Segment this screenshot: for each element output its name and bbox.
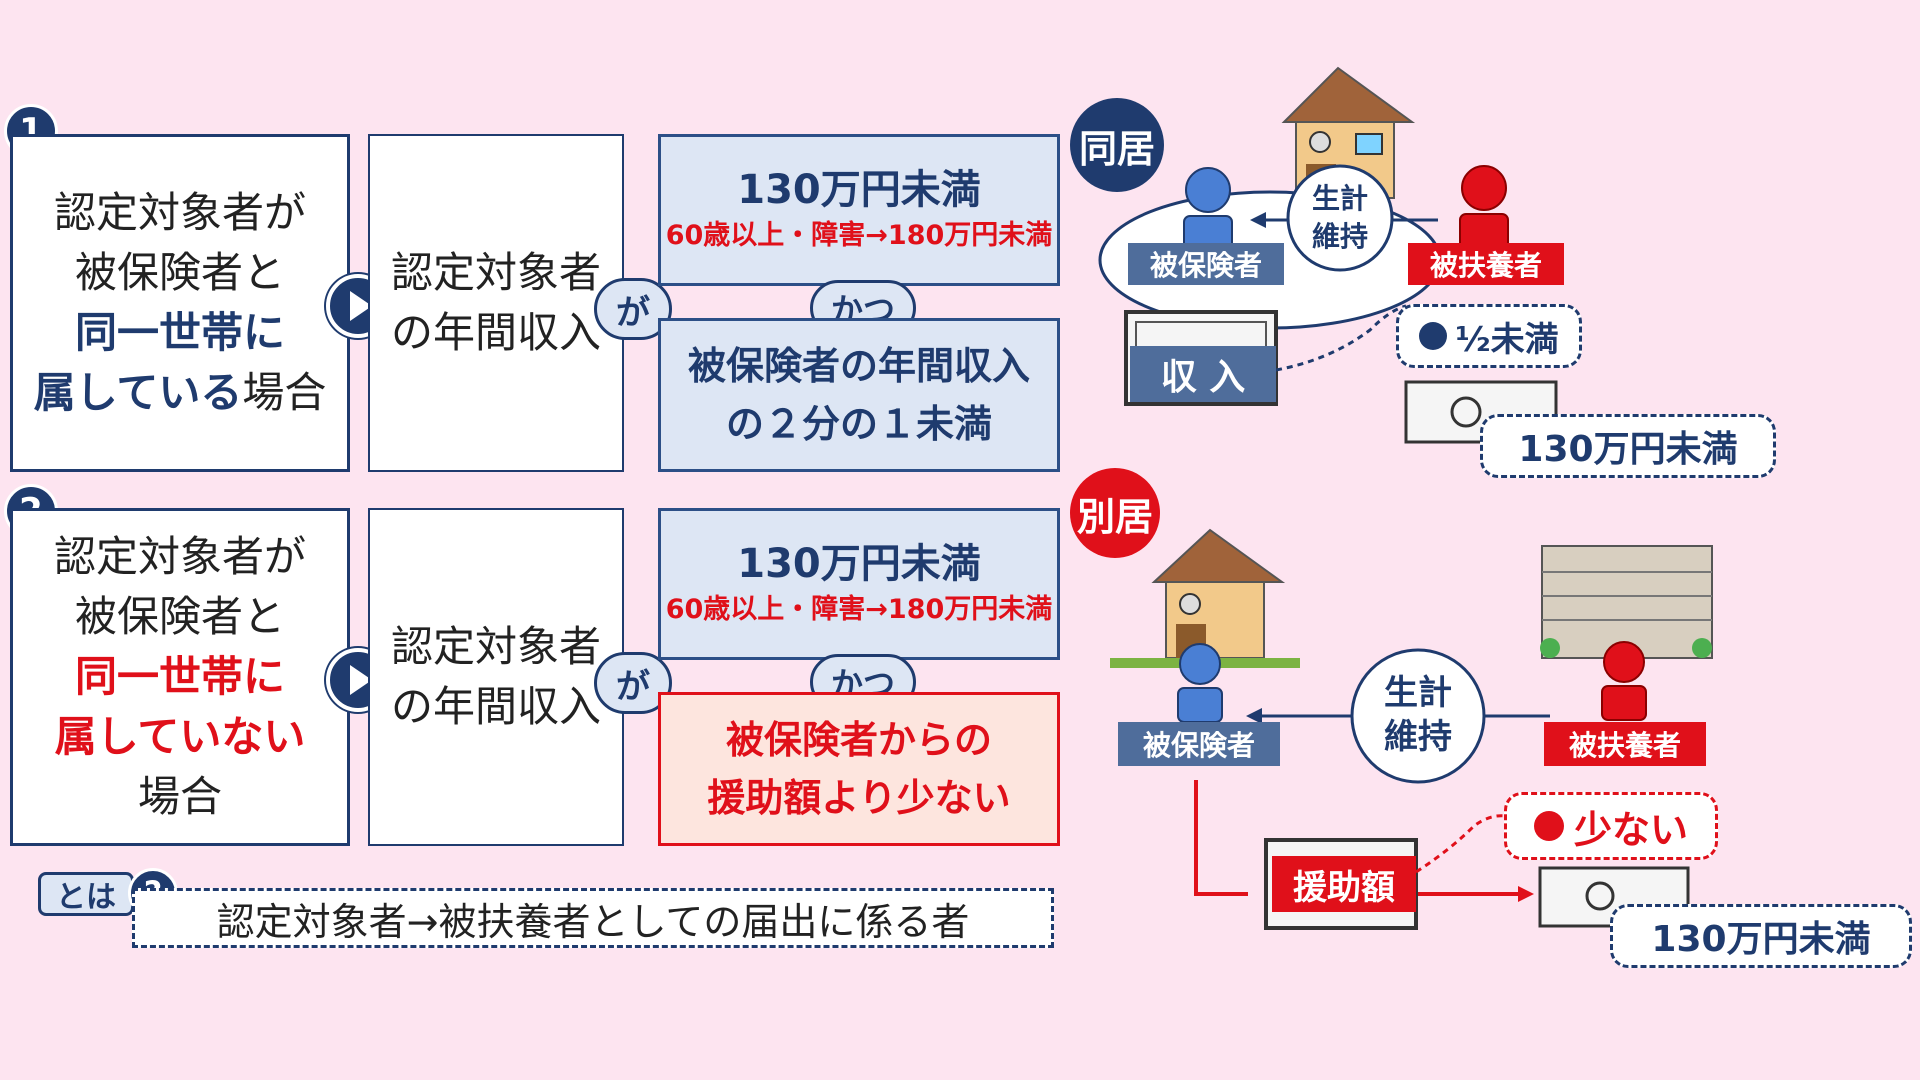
case2-limit-main: 130万円未満	[737, 541, 981, 587]
bekkyo-dependent-person-icon	[1601, 641, 1647, 721]
case1-half-line1: 被保険者の年間収入	[687, 344, 1030, 388]
case1-limit-sub: 60歳以上・障害→180万円未満	[665, 220, 1053, 251]
case2-line2: 被保険者と	[74, 592, 285, 641]
douky-limit-label: 130万円未満	[1480, 414, 1776, 478]
bekkyo-house-icon	[1110, 528, 1300, 668]
note-toha-tag: とは	[38, 872, 134, 916]
bekkyo-insured-person-icon	[1177, 643, 1223, 723]
case1-line3: 同一世帯に	[74, 308, 285, 357]
case1-limit-main: 130万円未満	[737, 167, 981, 213]
case1-line4: 属している	[33, 368, 243, 417]
case1-income-line1: 認定対象者	[390, 248, 601, 297]
note-definition: 認定対象者→被扶養者としての届出に係る者	[132, 888, 1054, 948]
bekkyo-less-play-icon	[1533, 811, 1564, 841]
douky-label: 同居	[1070, 98, 1164, 192]
case1-line1: 認定対象者が	[53, 188, 306, 237]
case1-line4-suffix: 場合	[242, 368, 327, 417]
bekkyo-insured-tag: 被保険者	[1118, 722, 1280, 766]
case2-support-line2: 援助額より少ない	[707, 776, 1011, 820]
case2-income-limit-box: 130万円未満 60歳以上・障害→180万円未満	[658, 508, 1060, 660]
case1-half-line2: の２分の１未満	[725, 402, 992, 446]
douky-seikei-1: 生計	[1312, 182, 1368, 215]
case1-income-line2: の年間収入	[390, 308, 601, 357]
douky-income-tag: 収 入	[1130, 346, 1276, 402]
case2-support-box: 被保険者からの 援助額より少ない	[658, 692, 1060, 846]
case1-condition-box: 認定対象者が 被保険者と 同一世帯に 属している場合	[10, 134, 350, 472]
case2-line5: 場合	[137, 772, 222, 821]
douky-insured-tag: 被保険者	[1128, 243, 1284, 285]
douky-half-play-icon	[1419, 322, 1448, 350]
case2-ga-badge: が	[594, 652, 672, 714]
case2-income-box: 認定対象者 の年間収入	[368, 508, 624, 846]
bekkyo-support-tag: 援助額	[1272, 856, 1416, 912]
douky-half-label: ½未満	[1396, 304, 1582, 368]
case1-income-box: 認定対象者 の年間収入	[368, 134, 624, 472]
case2-support-line1: 被保険者からの	[725, 718, 992, 762]
case1-income-limit-box: 130万円未満 60歳以上・障害→180万円未満	[658, 134, 1060, 286]
bekkyo-limit-label: 130万円未満	[1610, 904, 1912, 968]
bekkyo-less-label: 少ない	[1504, 792, 1718, 860]
bekkyo-dependent-tag: 被扶養者	[1544, 722, 1706, 766]
douky-dependent-tag: 被扶養者	[1408, 243, 1564, 285]
bekkyo-seikei-circle	[1350, 648, 1486, 784]
case2-line3: 同一世帯に	[74, 652, 285, 701]
bekkyo-seikei-2: 維持	[1384, 717, 1452, 757]
bekkyo-seikei-1: 生計	[1384, 673, 1452, 713]
douky-seikei-2: 維持	[1312, 220, 1368, 253]
case2-condition-box: 認定対象者が 被保険者と 同一世帯に 属していない 場合	[10, 508, 350, 846]
douky-seikei-circle	[1286, 164, 1394, 272]
case2-income-line2: の年間収入	[390, 682, 601, 731]
case2-line4: 属していない	[54, 712, 306, 761]
case2-line1: 認定対象者が	[53, 532, 306, 581]
apartment-icon	[1540, 545, 1713, 659]
dependent-person-icon	[1459, 165, 1509, 251]
case2-income-line1: 認定対象者	[390, 622, 601, 671]
case2-limit-sub: 60歳以上・障害→180万円未満	[665, 594, 1053, 625]
case1-half-income-box: 被保険者の年間収入 の２分の１未満	[658, 318, 1060, 472]
case1-line2: 被保険者と	[74, 248, 285, 297]
bekkyo-label: 別居	[1070, 468, 1160, 558]
